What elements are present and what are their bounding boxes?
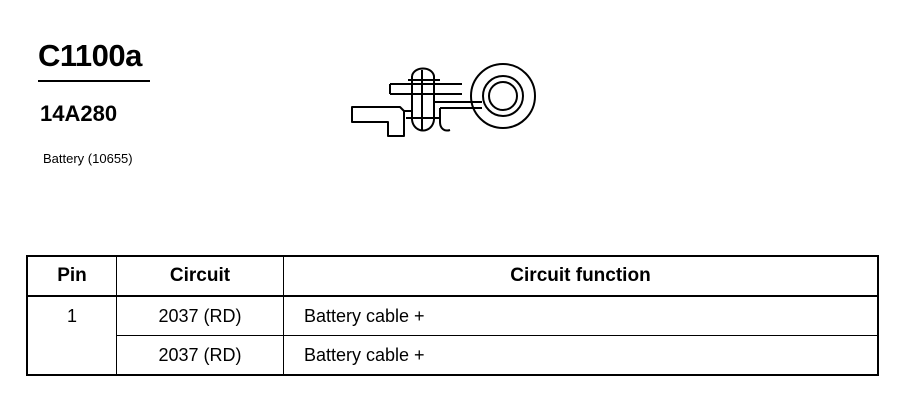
column-header-circuit: Circuit — [116, 255, 284, 297]
circuit-function-cell: Battery cable + — [283, 335, 879, 376]
component-name: Battery (10655) — [43, 151, 133, 166]
table-header-row: Pin Circuit Circuit function — [26, 255, 879, 297]
title-underline — [38, 80, 150, 82]
clamp-bolt — [408, 67, 440, 132]
circuit-cell: 2037 (RD) — [116, 335, 284, 376]
table-row: 2037 (RD) Battery cable + — [27, 335, 879, 376]
part-number: 14A280 — [40, 101, 118, 126]
pin-table: Pin Circuit Circuit function 1 2037 (RD)… — [26, 255, 879, 376]
circuit-function-cell: Battery cable + — [283, 295, 879, 336]
circuit-cell: 2037 (RD) — [116, 295, 284, 336]
table-row: 1 2037 (RD) Battery cable + — [26, 295, 879, 376]
column-header-circuit-function: Circuit function — [283, 255, 879, 297]
pin-number-cell: 1 — [26, 295, 117, 376]
terminal-lug-outline — [351, 106, 413, 137]
connector-id: C1100a — [38, 38, 142, 73]
column-header-pin: Pin — [26, 255, 117, 297]
battery-terminal-diagram — [351, 63, 536, 137]
clamp-band — [389, 83, 482, 132]
terminal-post — [470, 63, 536, 129]
